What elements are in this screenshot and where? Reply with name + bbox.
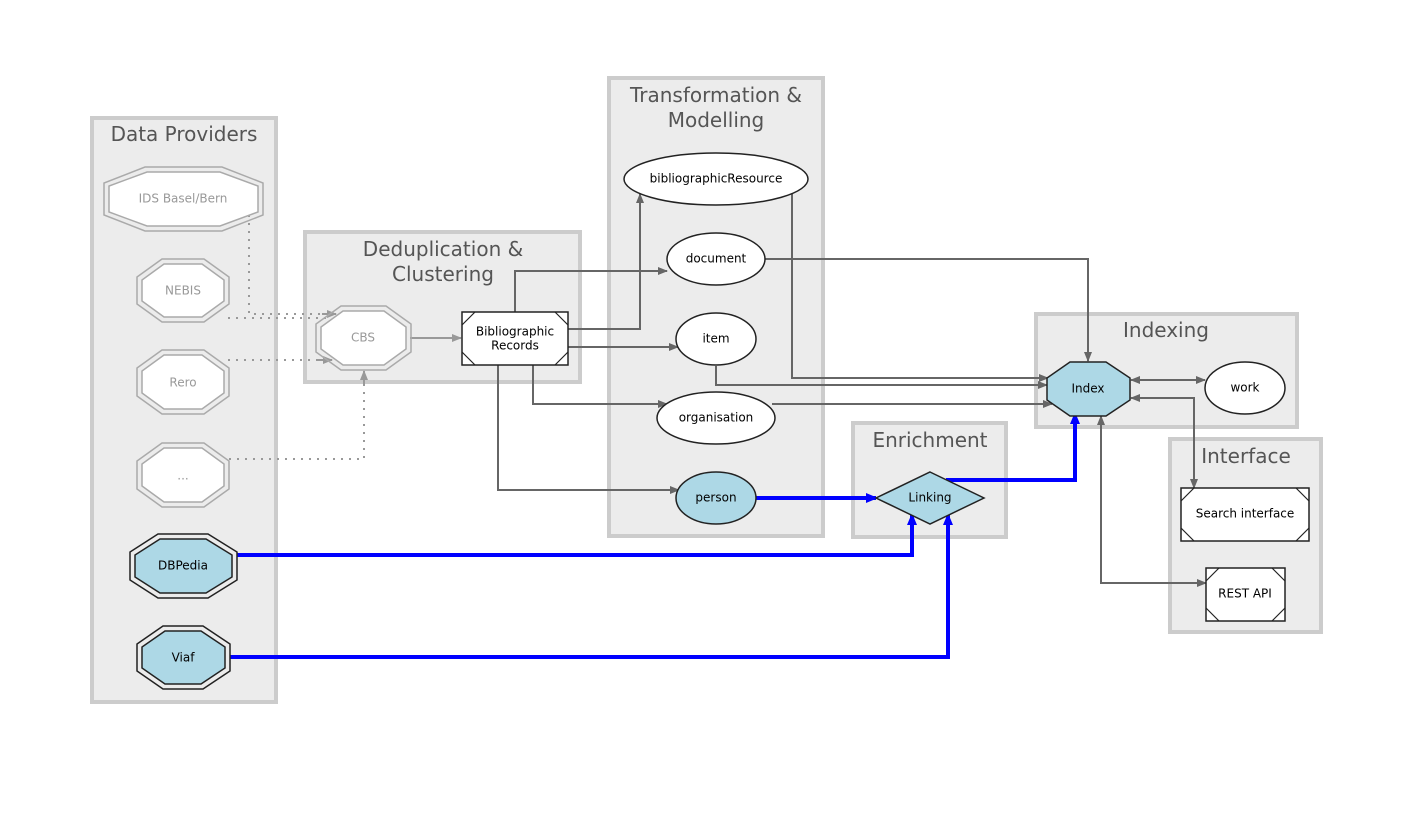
svg-text:item: item xyxy=(702,332,729,346)
svg-text:Bibliographic: Bibliographic xyxy=(476,325,554,339)
edge-bibresource-index xyxy=(791,194,1049,382)
svg-text:Index: Index xyxy=(1071,382,1104,396)
svg-text:Search interface: Search interface xyxy=(1196,507,1295,521)
node-document[interactable]: document xyxy=(666,232,766,286)
node-index[interactable]: Index xyxy=(1046,361,1131,417)
node-bibliographic-records[interactable]: Bibliographic Records xyxy=(461,311,569,366)
cluster-title: Deduplication & xyxy=(363,237,523,261)
cluster-title: Enrichment xyxy=(872,428,987,452)
node-rero[interactable]: Rero xyxy=(136,349,230,415)
node-cbs[interactable]: CBS xyxy=(315,305,412,371)
node-work[interactable]: work xyxy=(1204,361,1286,415)
svg-text:bibliographicResource: bibliographicResource xyxy=(650,172,783,186)
svg-text:Records: Records xyxy=(491,339,539,353)
svg-text:DBPedia: DBPedia xyxy=(158,559,208,573)
cluster-title: Data Providers xyxy=(111,122,258,146)
svg-text:document: document xyxy=(686,252,747,266)
svg-text:person: person xyxy=(695,491,736,505)
edge-records-organisation xyxy=(532,365,668,408)
cluster-title: Clustering xyxy=(392,262,494,286)
node-bibliographic-resource[interactable]: bibliographicResource xyxy=(623,152,809,206)
svg-text:Viaf: Viaf xyxy=(172,651,196,665)
node-rest-api[interactable]: REST API xyxy=(1205,567,1286,622)
svg-text:REST API: REST API xyxy=(1218,587,1272,601)
svg-text:IDS Basel/Bern: IDS Basel/Bern xyxy=(139,192,228,206)
cluster-title: Indexing xyxy=(1123,318,1209,342)
node-search-interface[interactable]: Search interface xyxy=(1180,487,1310,542)
node-person[interactable]: person xyxy=(675,471,757,525)
svg-text:NEBIS: NEBIS xyxy=(165,284,201,298)
edge-viaf-linking xyxy=(230,513,953,659)
cluster-title: Transformation & xyxy=(629,83,802,107)
edge-document-index xyxy=(765,258,1092,362)
edge-records-person xyxy=(497,365,680,494)
edge-index-rest xyxy=(1097,415,1207,587)
edge-item-index xyxy=(715,366,1048,389)
edge-records-bibresource xyxy=(568,193,644,330)
edge-dbpedia-linking xyxy=(237,513,917,557)
svg-text:CBS: CBS xyxy=(351,331,375,345)
cluster-title: Interface xyxy=(1201,444,1291,468)
node-viaf[interactable]: Viaf xyxy=(136,625,231,690)
node-nebis[interactable]: NEBIS xyxy=(136,258,230,323)
node-ids-basel-bern[interactable]: IDS Basel/Bern xyxy=(103,166,264,232)
node-more-providers[interactable]: ... xyxy=(136,442,230,508)
edge-records-document xyxy=(514,267,668,312)
svg-text:Rero: Rero xyxy=(169,376,196,390)
node-item[interactable]: item xyxy=(675,312,757,366)
svg-text:Linking: Linking xyxy=(908,491,951,505)
svg-text:...: ... xyxy=(177,469,188,483)
svg-text:work: work xyxy=(1230,381,1259,395)
svg-text:organisation: organisation xyxy=(679,411,754,425)
edge-ids-cbs xyxy=(248,215,330,315)
cluster-transformation: Transformation & Modelling xyxy=(607,76,825,538)
edge-linking-index xyxy=(946,412,1080,482)
cluster-title: Modelling xyxy=(668,108,765,132)
node-linking[interactable]: Linking xyxy=(874,471,986,525)
node-dbpedia[interactable]: DBPedia xyxy=(129,533,238,599)
node-organisation[interactable]: organisation xyxy=(656,391,776,445)
